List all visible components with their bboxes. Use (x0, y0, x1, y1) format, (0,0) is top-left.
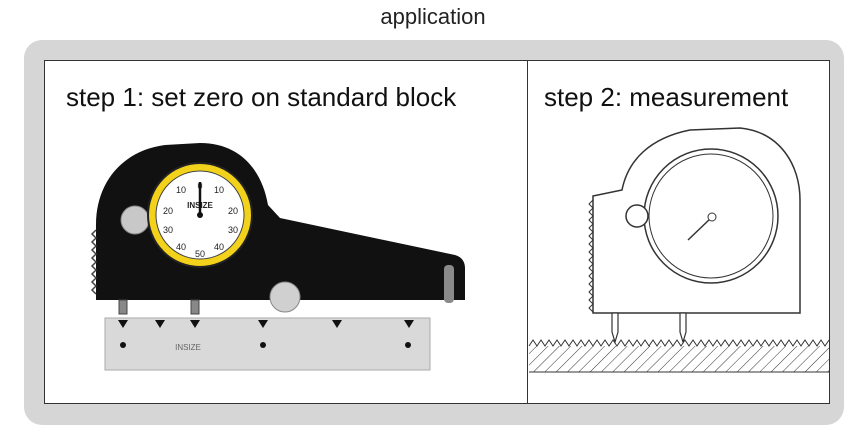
dial-num: 20 (163, 206, 173, 216)
side-knob (625, 204, 649, 228)
serrated-edge (90, 229, 98, 295)
dial-num: 50 (195, 249, 205, 259)
dial-num: 30 (228, 225, 238, 235)
step1-caption: step 1: set zero on standard block (66, 82, 457, 112)
block-brand: INSIZE (175, 343, 201, 352)
dial-num: 30 (163, 225, 173, 235)
bottom-knob (269, 281, 301, 313)
dial-num: 20 (228, 206, 238, 216)
standard-block (104, 317, 431, 371)
dial-num: 40 (214, 242, 224, 252)
page-title: application (380, 4, 486, 29)
lever (444, 265, 454, 303)
dial-num: 40 (176, 242, 186, 252)
dial-num: 10 (176, 185, 186, 195)
gauge-serration (588, 199, 594, 313)
block-marks (118, 320, 414, 348)
probes (611, 312, 687, 345)
step2-illustration (528, 127, 830, 373)
step2-caption: step 2: measurement (544, 82, 789, 112)
workpiece-surface (529, 346, 829, 372)
step1-illustration: 10 0 10 20 20 30 30 40 40 50 INSIZE INSI… (90, 143, 465, 371)
panel-divider (527, 60, 528, 404)
left-knob (120, 205, 150, 235)
probes (118, 299, 200, 315)
thread-profile (528, 339, 830, 347)
dial-num: 10 (214, 185, 224, 195)
dial-needle (687, 217, 712, 241)
